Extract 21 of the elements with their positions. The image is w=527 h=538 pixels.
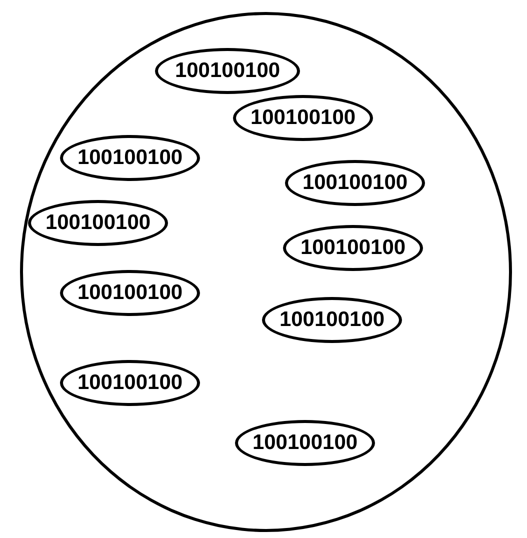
- ellipse-node: [285, 160, 425, 206]
- ellipse-node: [28, 200, 168, 246]
- ellipse-node: [235, 420, 375, 466]
- ellipse-node: [233, 95, 373, 141]
- binary-code: 100100100: [77, 146, 183, 170]
- ellipse-node: [60, 360, 200, 406]
- binary-code: 100100100: [252, 431, 358, 455]
- binary-code: 100100100: [174, 59, 280, 83]
- binary-code: 100100100: [279, 308, 385, 332]
- ellipse-node: [283, 225, 423, 271]
- binary-code: 100100100: [250, 106, 356, 130]
- ellipse-node: [60, 270, 200, 316]
- binary-code: 100100100: [45, 211, 151, 235]
- binary-code: 100100100: [300, 236, 406, 260]
- binary-code: 100100100: [77, 281, 183, 305]
- binary-code: 100100100: [302, 171, 408, 195]
- ellipse-node: [262, 297, 402, 343]
- binary-code: 100100100: [77, 371, 183, 395]
- outer-circle: [20, 12, 512, 532]
- ellipse-node: [155, 48, 300, 94]
- ellipse-node: [60, 135, 200, 181]
